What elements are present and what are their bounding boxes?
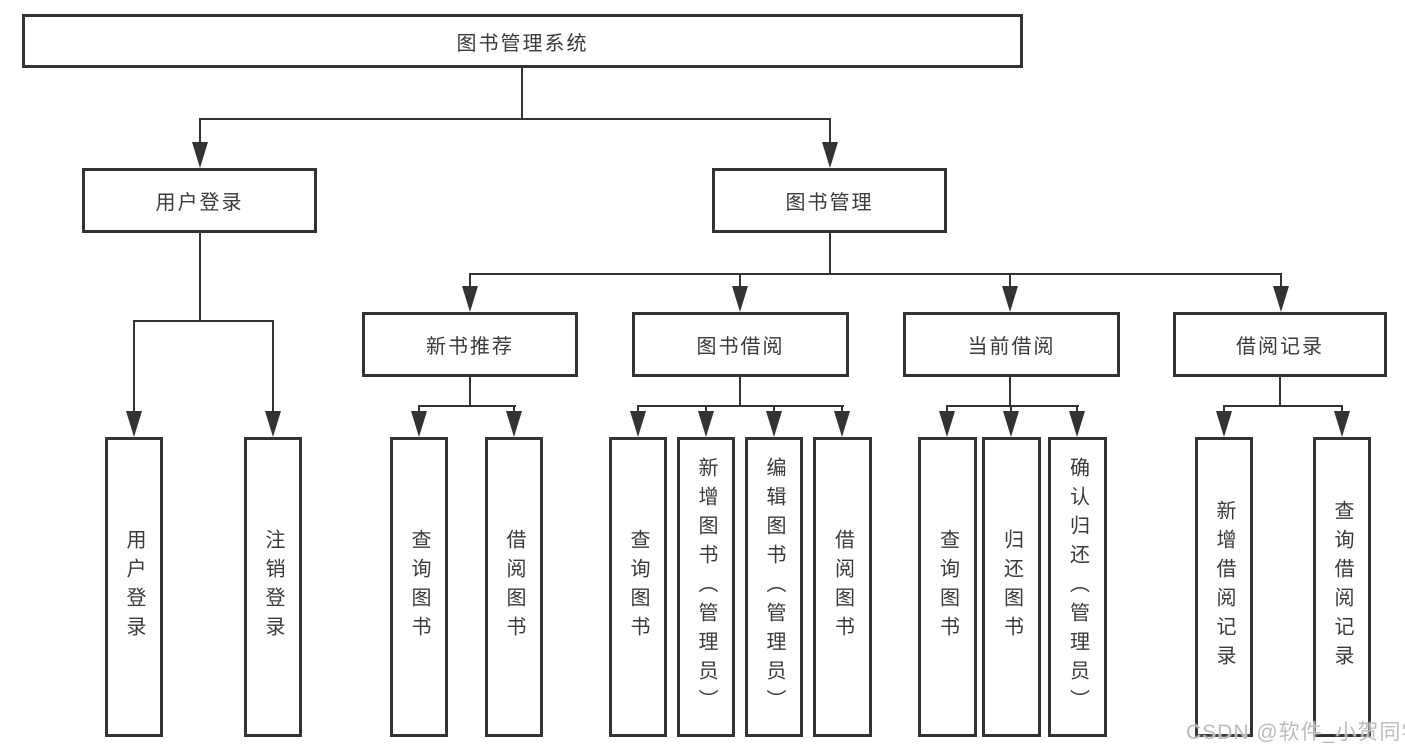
connector-to-new-book	[469, 273, 471, 290]
leaf-label: 查询图书	[408, 529, 430, 645]
node-user-login: 用户登录	[82, 168, 317, 233]
leaf-label: 借阅图书	[831, 529, 854, 645]
leaf-query-books-borrow: 查询图书	[609, 437, 667, 737]
node-borrowing-records: 借阅记录	[1173, 312, 1387, 377]
connector-records-stem	[1279, 377, 1281, 407]
connector-newbook-stem	[469, 377, 471, 407]
leaf-logout: 注销登录	[244, 437, 302, 737]
leaf-add-borrow-record: 新增借阅记录	[1195, 437, 1253, 737]
leaf-label: 查询图书	[936, 529, 959, 645]
connector-to-borrow-records	[1280, 273, 1282, 290]
leaf-edit-books-admin: 编辑图书（管理员）	[745, 437, 803, 737]
leaf-label: 借阅图书	[503, 529, 525, 645]
arrowhead-leaf	[834, 411, 850, 437]
leaf-return-books: 归还图书	[982, 437, 1041, 737]
connector-bookborrow-stem	[739, 377, 741, 407]
arrowhead-leaf	[939, 411, 955, 437]
node-library-system: 图书管理系统	[22, 14, 1023, 68]
leaf-borrow-books: 借阅图书	[813, 437, 872, 737]
connector-to-current-borrow	[1009, 273, 1011, 290]
connector-userlogin-bar	[133, 320, 274, 322]
node-book-borrowing: 图书借阅	[632, 312, 849, 377]
arrowhead-new-book	[462, 286, 478, 312]
leaf-confirm-return-admin: 确认归还（管理员）	[1048, 437, 1107, 737]
node-new-book-recommend: 新书推荐	[362, 312, 578, 377]
leaf-label: 注销登录	[262, 529, 284, 645]
arrowhead-leaf-login	[126, 411, 142, 437]
connector-bookmgmt-bar	[469, 273, 1282, 275]
leaf-label: 用户登录	[123, 529, 145, 645]
arrowhead-book-mgmt	[822, 142, 838, 168]
connector-root-bar	[199, 118, 831, 120]
leaf-query-books-current: 查询图书	[918, 437, 977, 737]
arrowhead-leaf	[698, 411, 714, 437]
connector-to-user-login	[199, 118, 201, 146]
node-book-management: 图书管理	[712, 168, 947, 233]
leaf-query-books-recommend: 查询图书	[390, 437, 448, 737]
connector-userlogin-stem	[199, 233, 201, 322]
leaf-label: 确认归还（管理员）	[1066, 456, 1089, 718]
leaf-label: 新增图书（管理员）	[695, 456, 717, 718]
connector-to-book-borrow	[739, 273, 741, 290]
arrowhead-borrow-records	[1273, 286, 1289, 312]
arrowhead-leaf	[630, 411, 646, 437]
connector-to-leaf-logout	[272, 320, 274, 413]
connector-bookmgmt-stem	[829, 233, 831, 275]
leaf-label: 新增借阅记录	[1213, 500, 1235, 674]
arrowhead-leaf	[766, 411, 782, 437]
arrowhead-leaf	[411, 411, 427, 437]
leaf-borrow-books-recommend: 借阅图书	[485, 437, 543, 737]
arrowhead-book-borrow	[732, 286, 748, 312]
arrowhead-leaf	[1216, 411, 1232, 437]
leaf-label: 归还图书	[1000, 529, 1023, 645]
connector-records-bar	[1223, 405, 1343, 407]
arrowhead-leaf	[506, 411, 522, 437]
leaf-user-login: 用户登录	[105, 437, 163, 737]
leaf-query-borrow-record: 查询借阅记录	[1313, 437, 1371, 737]
csdn-watermark: CSDN @软件_小贺同学	[1186, 721, 1405, 744]
connector-currentborrow-stem	[1009, 377, 1011, 407]
arrowhead-leaf	[1069, 411, 1085, 437]
node-current-borrowing: 当前借阅	[903, 312, 1120, 377]
arrowhead-leaf	[1003, 411, 1019, 437]
leaf-label: 查询图书	[627, 529, 649, 645]
arrowhead-current-borrow	[1002, 286, 1018, 312]
arrowhead-leaf-logout	[265, 411, 281, 437]
connector-currentborrow-bar	[946, 405, 1079, 407]
leaf-label: 编辑图书（管理员）	[763, 456, 785, 718]
leaf-label: 查询借阅记录	[1331, 500, 1353, 674]
connector-bookborrow-bar	[637, 405, 844, 407]
arrowhead-leaf	[1334, 411, 1350, 437]
connector-to-book-mgmt	[829, 118, 831, 146]
connector-to-leaf-login	[133, 320, 135, 413]
connector-root-stem	[521, 68, 523, 118]
connector-newbook-bar	[418, 405, 516, 407]
arrowhead-user-login	[192, 142, 208, 168]
leaf-add-books-admin: 新增图书（管理员）	[677, 437, 735, 737]
